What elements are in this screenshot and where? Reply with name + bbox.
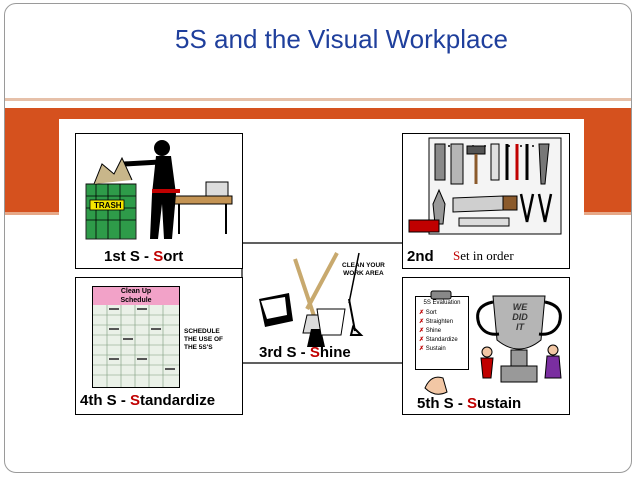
- step-3-prefix: 3rd S -: [259, 344, 310, 361]
- step-5-rest: ustain: [477, 395, 522, 412]
- slide-title: 5S and the Visual Workplace: [175, 24, 508, 54]
- shine-note: CLEAN YOUR WORK AREA: [342, 262, 385, 278]
- step-1-rest: ort: [163, 248, 184, 265]
- step-2-caption: 2nd: [407, 248, 434, 265]
- evaluation-title: 5S Evaluation: [423, 300, 461, 306]
- step-1-caption: 1st S - Sort: [104, 248, 183, 265]
- evaluation-item-3-label: Shine: [425, 328, 442, 334]
- step-2-overlay-initial: S: [453, 248, 461, 263]
- evaluation-item-1-label: Sort: [425, 310, 437, 316]
- standardize-note-line3: THE 5S'S: [184, 344, 213, 352]
- schedule-title-line2: Schedule: [120, 297, 152, 304]
- standardize-note-line1: SCHEDULE: [184, 328, 220, 335]
- shine-note-line2: WORK AREA: [343, 270, 384, 278]
- trophy-illustration: [476, 295, 562, 383]
- check-mark-icon: ✗: [419, 337, 426, 343]
- step-3-rest: hine: [319, 344, 351, 361]
- step-4-initial: S: [130, 392, 141, 409]
- step-5-sustain-card: 5S Evaluation ✗ Sort ✗ Straighten ✗ Shin…: [402, 277, 570, 415]
- 5s-illustration-panel: TRASH 1st S - Sort: [59, 119, 584, 419]
- step-1-sort-card: TRASH 1st S - Sort: [75, 133, 243, 269]
- standardize-note: SCHEDULE THE USE OF THE 5S'S: [184, 328, 223, 352]
- schedule-title-line1: Clean Up: [120, 288, 152, 295]
- check-mark-icon: ✗: [419, 310, 426, 316]
- evaluation-item-4-label: Standardize: [425, 337, 458, 343]
- step-3-caption: 3rd S - Shine: [259, 344, 351, 361]
- step-5-initial: S: [467, 395, 478, 412]
- trophy-text-line2: DID: [512, 312, 528, 322]
- evaluation-clipboard: 5S Evaluation ✗ Sort ✗ Straighten ✗ Shin…: [415, 296, 469, 370]
- step-2-prefix: 2nd: [407, 248, 434, 265]
- step-1-prefix: 1st S -: [104, 248, 154, 265]
- trophy-text: WE DID IT: [507, 302, 533, 332]
- trophy-text-line1: WE: [512, 302, 528, 312]
- standardize-note-line2: THE USE OF: [184, 336, 224, 344]
- trophy-text-line3: IT: [516, 322, 524, 332]
- writing-hand-icon: [424, 376, 448, 395]
- schedule-grid: [93, 305, 179, 387]
- schedule-chart-header: Clean Up Schedule: [93, 287, 179, 305]
- step-5-prefix: 5th S -: [417, 395, 468, 412]
- tool-board-illustration: [408, 137, 562, 235]
- cleanup-schedule-chart: Clean Up Schedule: [92, 286, 180, 388]
- evaluation-item-2-label: Straighten: [425, 319, 454, 325]
- step-5-caption: 5th S - Sustain: [417, 395, 521, 412]
- evaluation-item-5-label: Sustain: [425, 346, 446, 352]
- evaluation-item-3: ✗ Shine: [419, 327, 468, 334]
- evaluation-item-1: ✗ Sort: [419, 309, 468, 316]
- shine-illustration: [259, 252, 364, 347]
- trash-label: TRASH: [94, 201, 122, 210]
- step-2-overlay-label: Set in order: [449, 245, 518, 267]
- clipboard-clip-icon: [430, 290, 452, 300]
- step-4-prefix: 4th S -: [80, 392, 131, 409]
- evaluation-item-4: ✗ Standardize: [419, 336, 468, 343]
- sort-illustration: [85, 140, 233, 240]
- step-3-initial: S: [309, 344, 320, 361]
- title-divider: [5, 98, 631, 101]
- step-4-standardize-card: Clean Up Schedule SCHEDULE THE USE OF TH…: [75, 277, 243, 415]
- evaluation-item-5: ✗ Sustain: [419, 345, 468, 352]
- check-mark-icon: ✗: [419, 346, 426, 352]
- step-4-rest: tandardize: [140, 392, 216, 409]
- step-2-set-in-order-card: 2nd Set in order: [402, 133, 570, 269]
- evaluation-item-2: ✗ Straighten: [419, 318, 468, 325]
- step-1-initial: S: [153, 248, 164, 265]
- check-mark-icon: ✗: [419, 319, 426, 325]
- check-mark-icon: ✗: [419, 328, 426, 334]
- step-4-caption: 4th S - Standardize: [80, 392, 215, 409]
- shine-note-line1: CLEAN YOUR: [342, 262, 385, 269]
- step-2-overlay-rest: et in order: [460, 248, 514, 263]
